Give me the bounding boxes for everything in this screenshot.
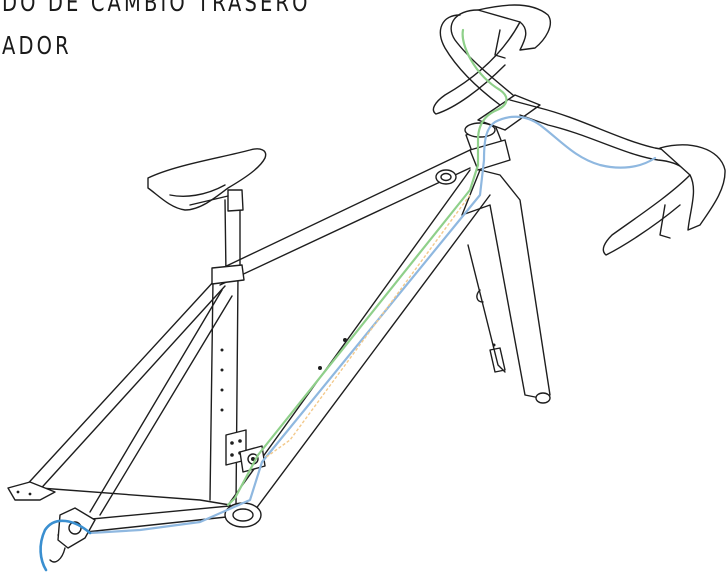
front-fork <box>461 169 551 404</box>
saddle <box>147 148 267 211</box>
caption-line-2: ADOR <box>2 31 72 60</box>
cable-exit-end <box>39 519 92 572</box>
green-cable-route <box>226 28 508 507</box>
bottom-bracket <box>224 502 262 528</box>
handlebar <box>432 4 726 256</box>
rear-dropout <box>49 507 96 563</box>
seat-tube <box>209 274 247 506</box>
seat-post <box>211 189 245 285</box>
top-tube <box>217 149 471 286</box>
caption-line-1: DO DE CAMBIO TRASERO <box>2 0 311 17</box>
rear-triangle <box>7 279 246 536</box>
blue-cable-route <box>88 115 657 535</box>
down-tube <box>227 169 491 511</box>
orange-cable-route <box>264 194 471 459</box>
